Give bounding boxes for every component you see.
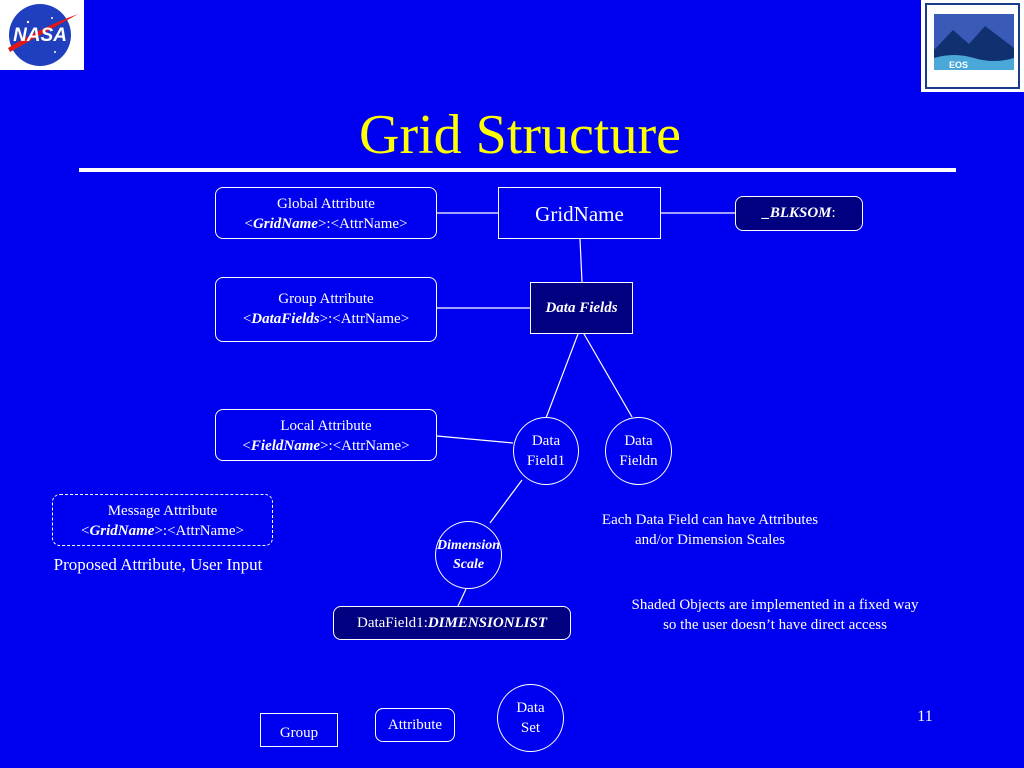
title-divider (79, 168, 956, 172)
legend-dataset-circle: Data Set (497, 684, 564, 752)
blksom-box: _BLKSOM: (735, 196, 863, 231)
data-fieldn-circle: Data Fieldn (605, 417, 672, 485)
message-attribute-box: Message Attribute <GridName>:<AttrName> (52, 494, 273, 546)
line-field1-to-dimension (489, 479, 523, 524)
global-attribute-box: Global Attribute <GridName>:<AttrName> (215, 187, 437, 239)
page-number: 11 (917, 708, 933, 725)
message-attribute-label: Message Attribute (107, 503, 218, 519)
svg-text:NASA: NASA (13, 25, 67, 46)
proposed-attribute-note: Proposed Attribute, User Input (53, 555, 263, 574)
line-dimension-to-list (457, 588, 467, 607)
group-attribute-label: Group Attribute (278, 291, 374, 307)
each-field-note: Each Data Field can have Attributes and/… (601, 512, 819, 548)
group-attribute-name: <DataFields>:<AttrName> (242, 311, 410, 327)
data-fields-box: Data Fields (530, 282, 633, 334)
data-field1-circle: Data Field1 (513, 417, 579, 485)
dimension-scale-line2: Scale (452, 557, 485, 572)
local-attribute-name: <FieldName>:<AttrName> (242, 438, 410, 454)
global-attribute-name: <GridName>:<AttrName> (244, 216, 408, 232)
line-datafields-to-fieldn (583, 333, 633, 418)
line-gridname-to-datafields (579, 238, 583, 283)
local-attribute-label: Local Attribute (280, 418, 372, 434)
data-field1-line2: Field1 (526, 453, 566, 469)
shaded-objects-note: Shaded Objects are implemented in a fixe… (631, 597, 919, 633)
data-fieldn-line2: Fieldn (619, 453, 658, 469)
gridname-box: GridName (498, 187, 661, 239)
data-fieldn-line1: Data (624, 433, 653, 449)
nasa-logo: NASA (0, 0, 84, 70)
eos-logo: EOS (921, 0, 1024, 92)
dimension-scale-circle: Dimension Scale (435, 521, 502, 589)
slide-title: Grid Structure (359, 104, 681, 166)
legend-group-box: Group (260, 713, 338, 747)
group-attribute-box: Group Attribute <DataFields>:<AttrName> (215, 277, 437, 342)
line-local-to-field1 (436, 435, 514, 444)
dimensionlist-box: DataField1:DIMENSIONLIST (333, 606, 571, 640)
legend-dataset-line1: Data (516, 700, 545, 716)
legend-attribute-box: Attribute (375, 708, 455, 742)
line-datafields-to-field1 (545, 333, 579, 419)
svg-text:EOS: EOS (949, 60, 968, 70)
message-attribute-name: <GridName>:<AttrName> (81, 523, 244, 539)
dimension-scale-line1: Dimension (436, 538, 500, 553)
global-attribute-label: Global Attribute (277, 196, 375, 212)
data-field1-line1: Data (531, 433, 561, 449)
local-attribute-box: Local Attribute <FieldName>:<AttrName> (215, 409, 437, 461)
legend-dataset-line2: Set (520, 720, 541, 736)
